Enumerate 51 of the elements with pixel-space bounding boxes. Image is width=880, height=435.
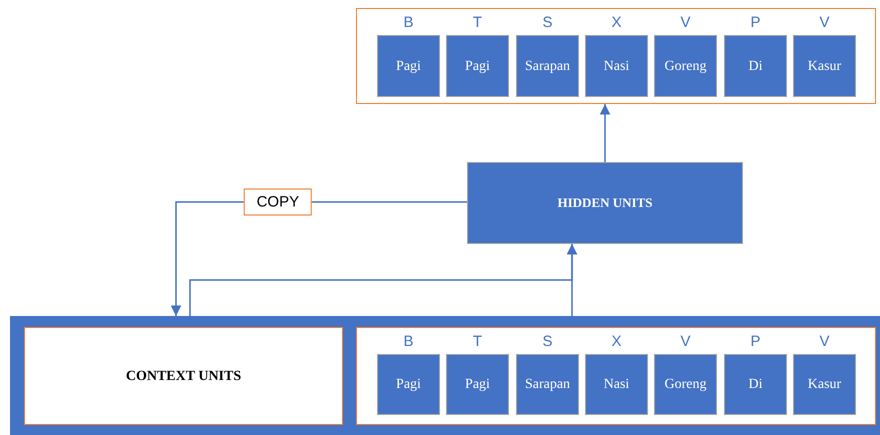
node-label: Pagi bbox=[465, 58, 490, 76]
word-tile bbox=[446, 35, 509, 97]
node-label: Pagi bbox=[396, 58, 421, 76]
node-label: CONTEXT UNITS bbox=[126, 368, 242, 386]
context-units-box bbox=[24, 327, 343, 425]
input-band bbox=[10, 316, 880, 435]
tag-letter: S bbox=[541, 334, 554, 349]
node-label: Goreng bbox=[664, 58, 706, 76]
group-box bbox=[356, 327, 876, 425]
tag-letter: X bbox=[610, 334, 622, 349]
word-tile bbox=[585, 35, 648, 97]
tag-letter: V bbox=[679, 15, 692, 30]
node-label: Kasur bbox=[808, 376, 842, 394]
tag-letter: T bbox=[472, 15, 484, 30]
node-label: Goreng bbox=[664, 376, 706, 394]
word-tile bbox=[516, 354, 579, 415]
tag-letter: B bbox=[402, 334, 414, 349]
node-label: Di bbox=[748, 376, 762, 394]
word-tile bbox=[654, 354, 717, 415]
arrow bbox=[600, 104, 610, 162]
tag-letter: V bbox=[818, 334, 830, 349]
tag-letter: B bbox=[402, 15, 414, 30]
tag-letter: P bbox=[749, 334, 762, 349]
word-tile bbox=[793, 354, 856, 415]
tag-letter: T bbox=[472, 334, 484, 349]
word-tile bbox=[654, 35, 717, 97]
word-tile bbox=[585, 354, 648, 415]
node-label: Nasi bbox=[604, 376, 630, 394]
tag-letter: V bbox=[818, 15, 830, 30]
node-label: Pagi bbox=[465, 376, 490, 394]
group-box bbox=[356, 8, 876, 104]
node-label: Di bbox=[748, 58, 762, 76]
tag-letter: V bbox=[679, 334, 692, 349]
word-tile bbox=[516, 35, 579, 97]
hidden-units-box bbox=[467, 162, 743, 244]
tag-letter: S bbox=[541, 15, 554, 30]
edge-label: COPY bbox=[244, 188, 312, 216]
word-tile bbox=[724, 35, 787, 97]
node-label: Sarapan bbox=[524, 376, 570, 394]
node-label: HIDDEN UNITS bbox=[558, 194, 652, 212]
tag-letter: P bbox=[749, 15, 762, 30]
node-label: Pagi bbox=[396, 376, 421, 394]
node-label: Kasur bbox=[808, 58, 842, 76]
word-tile bbox=[793, 35, 856, 97]
node-label: Nasi bbox=[604, 58, 630, 76]
word-tile bbox=[377, 35, 440, 97]
word-tile bbox=[446, 354, 509, 415]
word-tile bbox=[377, 354, 440, 415]
word-tile bbox=[724, 354, 787, 415]
tag-letter: X bbox=[610, 15, 622, 30]
node-label: Sarapan bbox=[524, 58, 570, 76]
